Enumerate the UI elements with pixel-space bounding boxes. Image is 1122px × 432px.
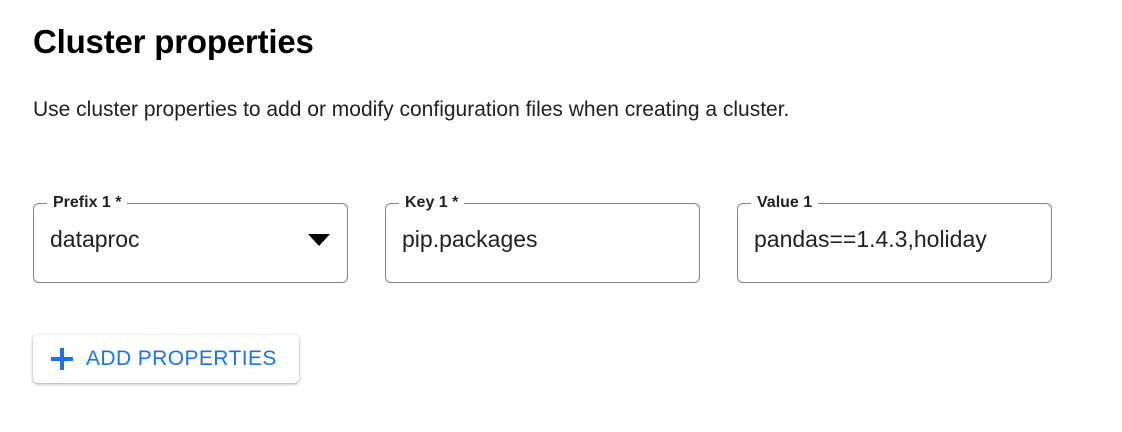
prefix-field-label: Prefix 1 * [53, 194, 122, 211]
key-field[interactable]: Key 1 * pip.packages [385, 194, 700, 283]
plus-icon [51, 348, 73, 370]
key-field-label: Key 1 * [405, 194, 459, 211]
key-field-value[interactable]: pip.packages [402, 226, 538, 252]
chevron-down-icon[interactable] [308, 234, 330, 246]
prefix-field-value[interactable]: dataproc [50, 226, 140, 252]
value-field-value[interactable]: pandas==1.4.3,holiday [754, 226, 987, 252]
value-field[interactable]: Value 1 pandas==1.4.3,holiday [737, 194, 1052, 283]
page-subtitle: Use cluster properties to add or modify … [33, 98, 790, 121]
properties-form-row: Prefix 1 * dataproc Key 1 * pip.packages… [33, 194, 1093, 283]
value-field-label: Value 1 [757, 194, 813, 211]
add-properties-button[interactable]: ADD PROPERTIES [33, 335, 299, 383]
prefix-field[interactable]: Prefix 1 * dataproc [33, 194, 348, 283]
page-title: Cluster properties [33, 23, 314, 60]
add-properties-button-label: ADD PROPERTIES [86, 347, 277, 370]
